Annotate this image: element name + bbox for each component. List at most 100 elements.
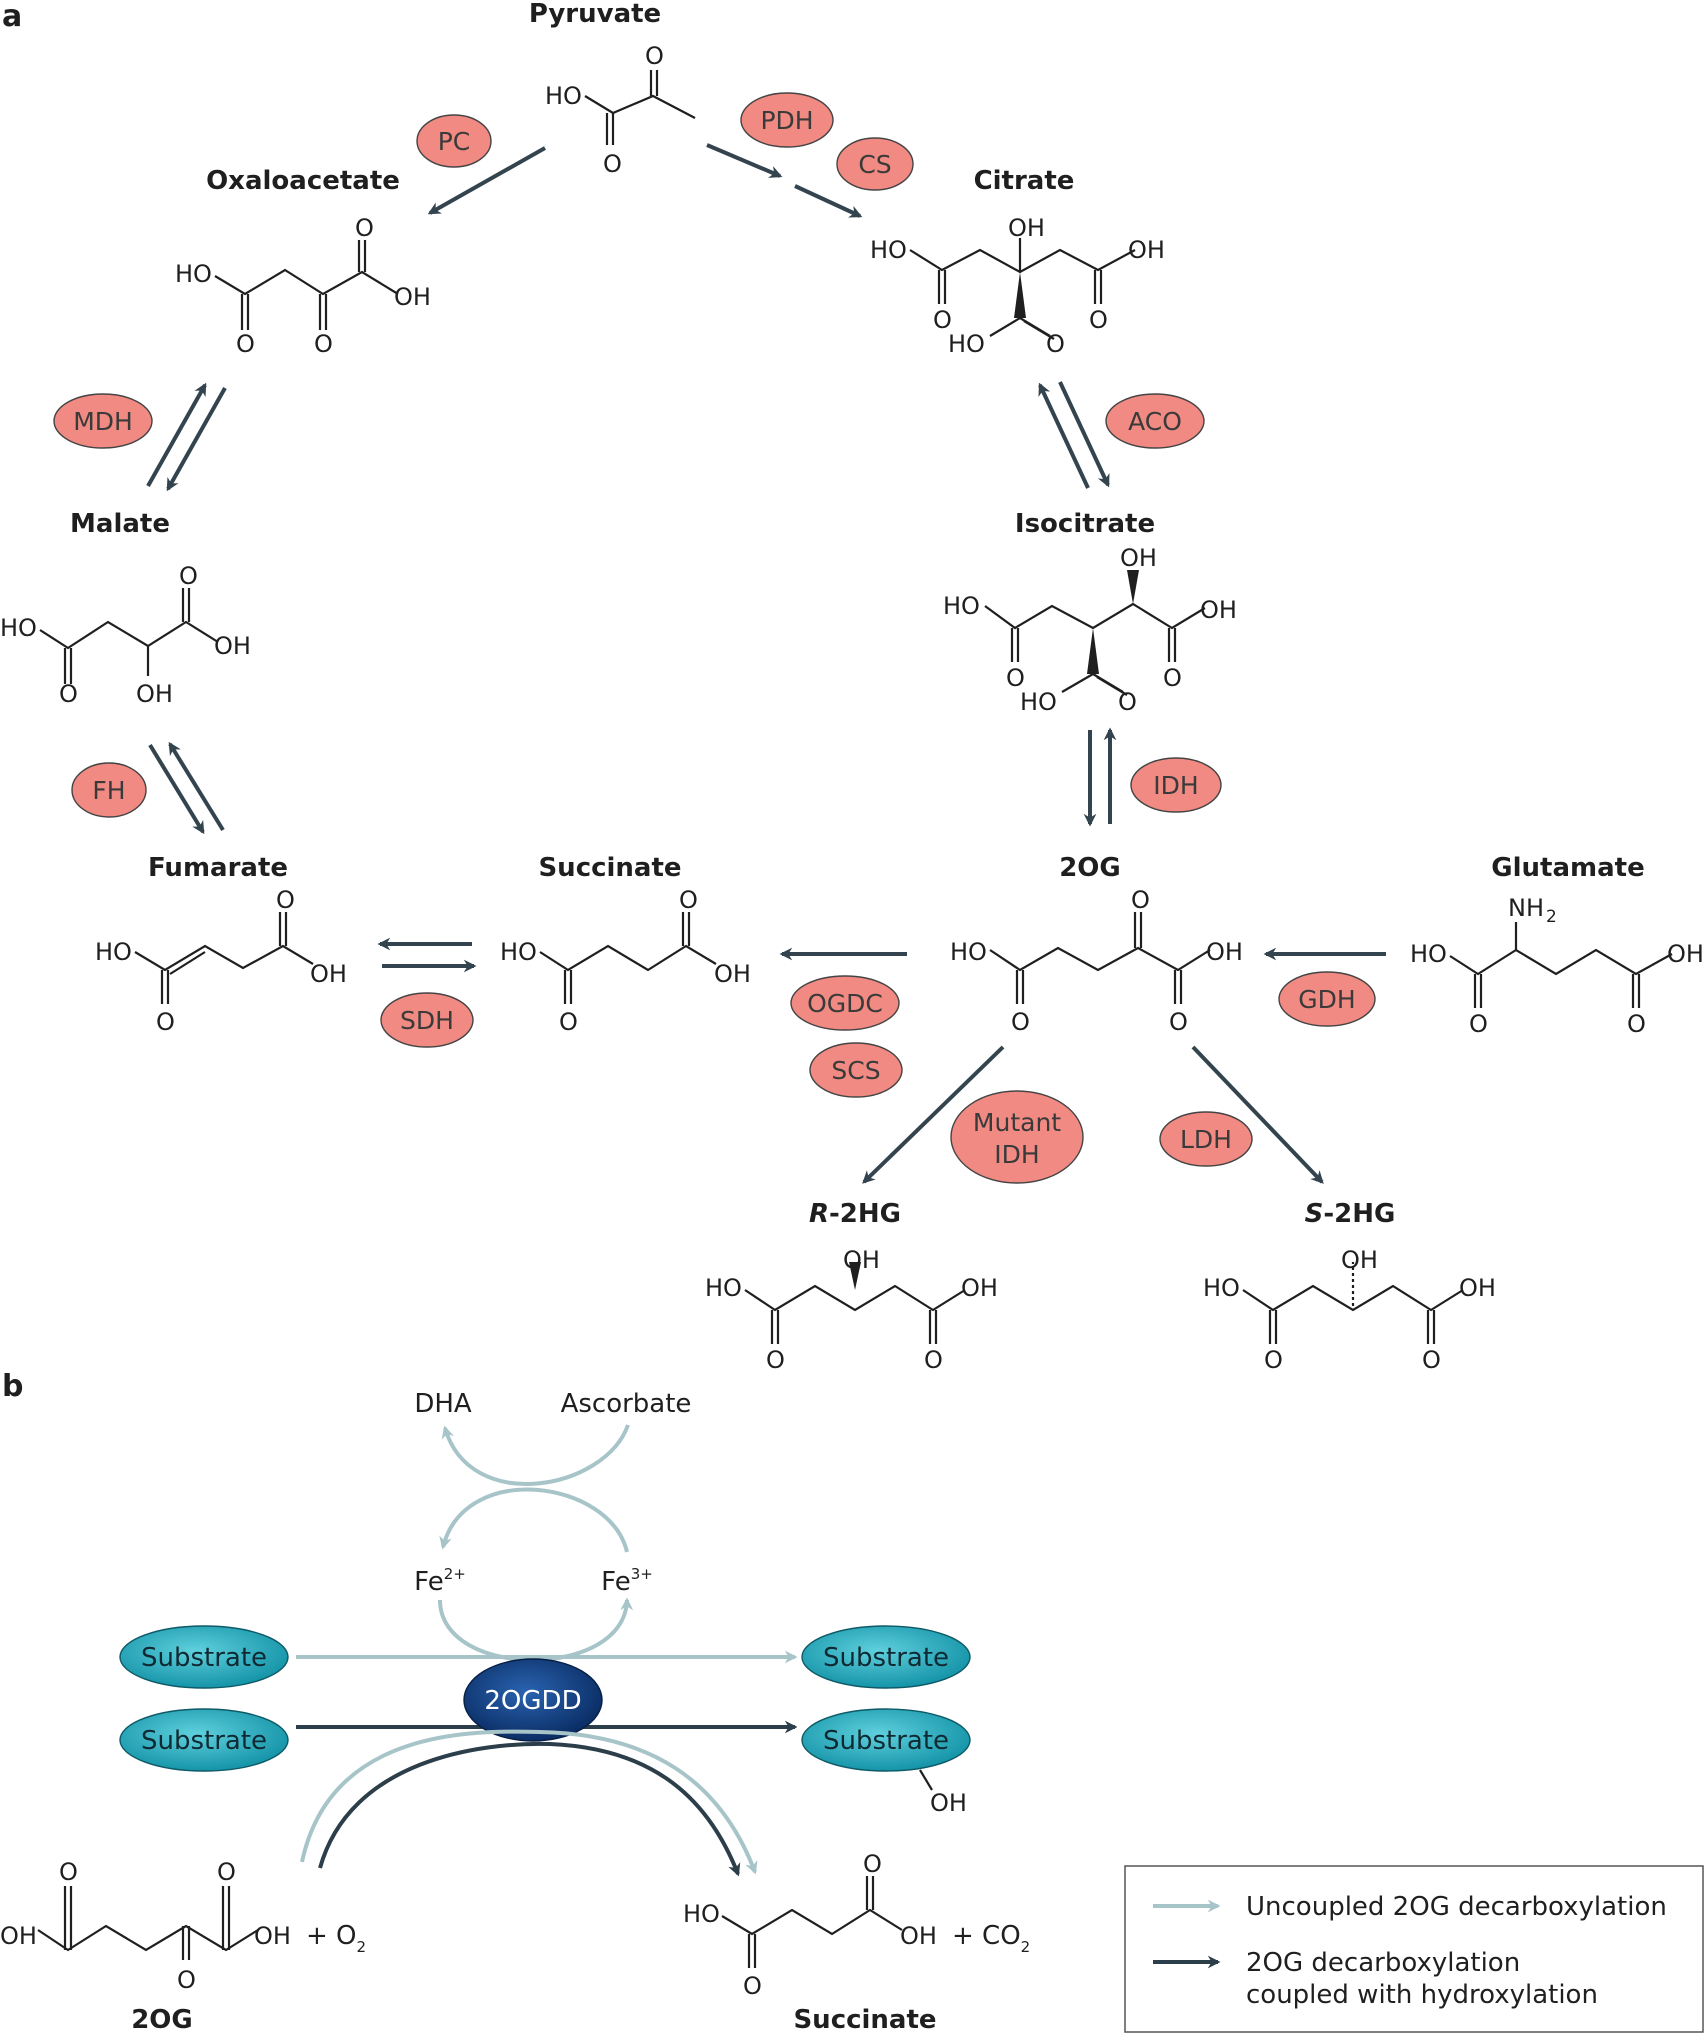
enzyme-mdh: MDH (53, 393, 153, 449)
succinate-structure: HO OH O O (500, 886, 751, 1036)
svg-text:OH: OH (1341, 1246, 1378, 1274)
svg-text:O: O (156, 1008, 175, 1036)
svg-text:OH: OH (1008, 214, 1045, 242)
svg-text:SDH: SDH (400, 1006, 454, 1035)
enzyme-sdh: SDH (380, 992, 474, 1048)
svg-text:O: O (1422, 1346, 1441, 1374)
r-2hg-label: R-2HG (809, 1199, 901, 1229)
svg-text:O: O (217, 1858, 236, 1886)
svg-text:O: O (1469, 1010, 1488, 1038)
svg-text:O: O (1627, 1010, 1646, 1038)
svg-text:HO: HO (0, 614, 37, 642)
svg-text:PC: PC (438, 127, 471, 156)
s-2hg-label: S-2HG (1305, 1199, 1396, 1229)
arrow-citrate-to-isocitrate (1058, 381, 1110, 488)
fumarate-label: Fumarate (148, 853, 288, 883)
enzyme-pdh: PDH (740, 92, 834, 148)
svg-text:Substrate: Substrate (823, 1643, 949, 1673)
svg-text:O: O (679, 886, 698, 914)
substrate-flow: Substrate Substrate Substrate Substrate … (119, 1625, 971, 1817)
arrow-isocitrate-to-citrate (1038, 382, 1090, 489)
svg-text:LDH: LDH (1180, 1125, 1232, 1154)
svg-text:O: O (314, 330, 333, 358)
svg-text:O: O (766, 1346, 785, 1374)
svg-text:ACO: ACO (1128, 407, 1182, 436)
svg-text:Substrate: Substrate (141, 1726, 267, 1756)
svg-text:OGDC: OGDC (807, 989, 883, 1018)
succinate-label: Succinate (538, 853, 681, 883)
svg-text:O: O (559, 1008, 578, 1036)
svg-text:OH: OH (254, 1922, 291, 1950)
enzyme-ogdc: OGDC (790, 975, 900, 1031)
svg-text:OH: OH (843, 1246, 880, 1274)
pyruvate-label: Pyruvate (529, 0, 661, 29)
svg-text:OH: OH (1128, 236, 1165, 264)
2og-structure: HO OH O O O (950, 886, 1243, 1036)
svg-text:O: O (1118, 688, 1137, 716)
svg-text:O: O (177, 1966, 196, 1994)
enzyme-2ogdd: 2OGDD (463, 1658, 603, 1742)
svg-text:HO: HO (95, 938, 132, 966)
svg-text:O: O (179, 562, 198, 590)
isocitrate-structure: HO OH OH O O HO O (943, 544, 1237, 716)
2og-label-b: 2OG (131, 2005, 193, 2034)
arrow-fe3-to-fe2 (439, 1487, 629, 1553)
arrow-ascorbate-to-dha (441, 1424, 630, 1486)
svg-text:O: O (933, 306, 952, 334)
svg-text:O: O (1264, 1346, 1283, 1374)
r-2hg-structure: HO OH OH O O (705, 1246, 998, 1374)
pyruvate-structure: HO O O (545, 42, 696, 178)
svg-text:OH: OH (0, 1922, 37, 1950)
isocitrate-label: Isocitrate (1015, 509, 1155, 539)
oxaloacetate: Oxaloacetate HO OH O O O (175, 166, 431, 358)
legend: Uncoupled 2OG decarboxylation 2OG decarb… (1124, 1865, 1704, 2033)
glutamate: Glutamate NH 2 HO OH O O (1410, 853, 1704, 1038)
svg-text:O: O (1169, 1008, 1188, 1036)
succinate: Succinate HO OH O O (500, 853, 751, 1036)
svg-text:O: O (863, 1850, 882, 1878)
arrow-cs-to-citrate (794, 184, 863, 218)
succinate-label-b: Succinate (793, 2005, 936, 2034)
svg-text:OH: OH (1459, 1274, 1496, 1302)
arrow-pyruvate-to-cs (706, 143, 783, 178)
svg-text:GDH: GDH (1298, 985, 1355, 1014)
malate: Malate HO OH O OH O (0, 509, 251, 708)
citrate-structure: HO OH OH O O HO O (870, 214, 1165, 358)
svg-text:O: O (236, 330, 255, 358)
enzyme-fh: FH (71, 762, 147, 818)
dha-label: DHA (414, 1389, 472, 1419)
svg-text:Substrate: Substrate (141, 1643, 267, 1673)
svg-text:OH: OH (136, 680, 173, 708)
2og-panel-b: OH OH O O O + O2 2OG (0, 1858, 366, 2034)
svg-text:HO: HO (545, 82, 582, 110)
svg-text:O: O (59, 1858, 78, 1886)
fe2-label: Fe2+ (414, 1565, 466, 1597)
svg-text:O: O (276, 886, 295, 914)
svg-text:FH: FH (92, 776, 125, 805)
svg-text:HO: HO (1020, 688, 1057, 716)
svg-text:OH: OH (1200, 596, 1237, 624)
succinate-structure-b: HO OH O O (683, 1850, 937, 2000)
r-2hg: R-2HG HO OH OH O O (705, 1199, 998, 1374)
enzyme-idh: IDH (1130, 757, 1222, 813)
svg-text:HO: HO (500, 938, 537, 966)
fumarate-structure: HO OH O O (95, 886, 347, 1036)
arrow-2og-to-s-2hg (1191, 1045, 1324, 1184)
svg-text:OH: OH (961, 1274, 998, 1302)
s-2hg-structure: HO OH OH O O (1203, 1246, 1496, 1374)
legend-uncoupled-label: Uncoupled 2OG decarboxylation (1246, 1892, 1667, 1922)
2og-structure-b: OH OH O O O (0, 1858, 291, 1994)
enzyme-mutant-idh: Mutant IDH (950, 1090, 1084, 1184)
svg-text:HO: HO (948, 330, 985, 358)
svg-text:O: O (924, 1346, 943, 1374)
arrow-malate-to-oxaloacetate (146, 382, 207, 487)
2og: 2OG HO OH O O O (950, 853, 1243, 1036)
citrate-label: Citrate (974, 166, 1075, 196)
svg-text:HO: HO (705, 1274, 742, 1302)
svg-text:SCS: SCS (831, 1056, 880, 1085)
svg-text:2: 2 (1546, 907, 1557, 927)
arrow-fumarate-to-malate (168, 741, 225, 832)
enzyme-scs: SCS (809, 1042, 903, 1098)
arc-uncoupled (300, 1729, 758, 1875)
svg-text:O: O (1046, 330, 1065, 358)
